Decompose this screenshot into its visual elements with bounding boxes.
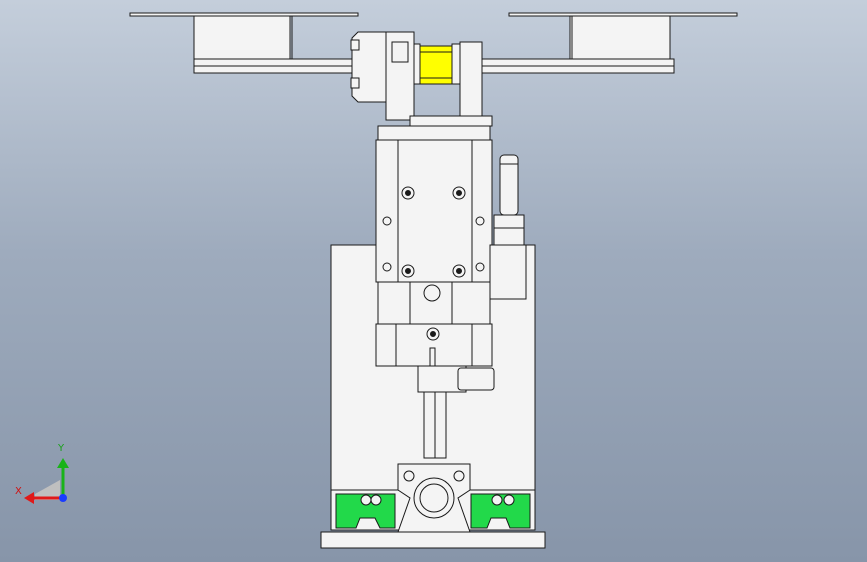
coupling-assembly[interactable] — [350, 31, 493, 127]
bearing-housing[interactable] — [397, 463, 471, 533]
z-axis-dot — [59, 494, 67, 502]
coupling-right-block — [459, 41, 483, 123]
triad-plane — [35, 480, 60, 500]
base-plate — [320, 531, 546, 549]
triad-y-label: Y — [58, 443, 65, 454]
bearing-inner — [419, 483, 449, 513]
cylinder-fitting — [493, 214, 525, 246]
slide-body[interactable] — [375, 125, 493, 367]
center-sensor[interactable] — [417, 347, 495, 459]
right-motor-block — [569, 15, 671, 60]
coupling-base-plate — [409, 115, 493, 127]
right-rail-block — [470, 493, 531, 529]
left-motor-block — [193, 15, 291, 60]
cylinder-body — [489, 244, 527, 300]
linear-rails[interactable] — [335, 493, 531, 529]
coordinate-triad — [24, 458, 69, 504]
triad-x-label: X — [15, 486, 22, 497]
side-cylinder[interactable] — [489, 154, 527, 300]
slide-carriage — [375, 139, 493, 283]
